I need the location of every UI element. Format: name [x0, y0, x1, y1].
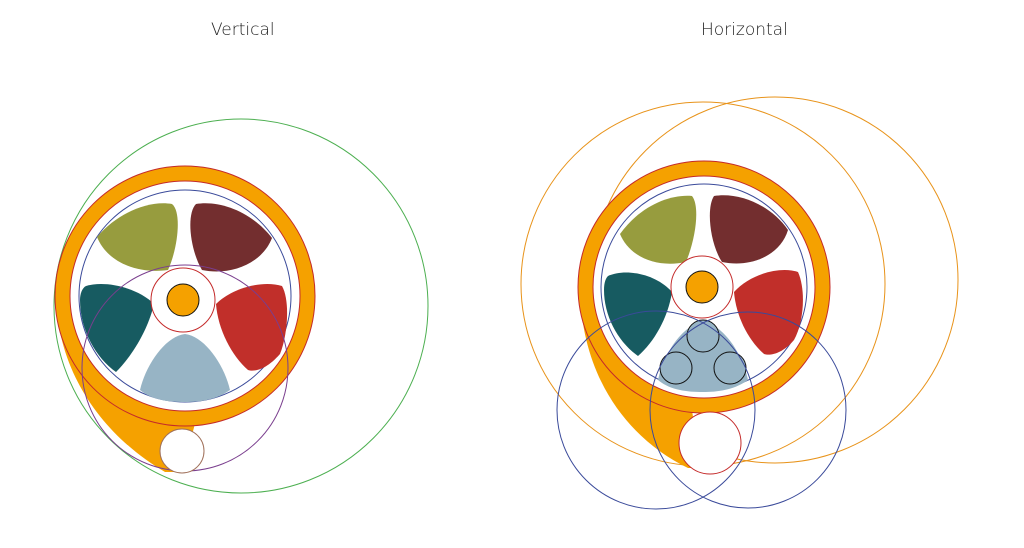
horizontal-title: Horizontal — [701, 20, 788, 40]
vertical-teal-lobe — [80, 284, 154, 372]
horizontal-maroon-lobe — [709, 195, 788, 264]
vertical-center-core — [166, 283, 200, 317]
horizontal-small-circle-left — [659, 351, 693, 385]
vertical-lightblue-lobe — [140, 334, 230, 402]
horizontal-orange-tail — [580, 290, 700, 468]
horizontal-diagram — [520, 96, 959, 510]
vertical-green-guide-circle — [53, 118, 429, 494]
vertical-olive-lobe — [97, 203, 178, 271]
horizontal-olive-lobe — [620, 195, 697, 264]
horizontal-bottom-hole — [678, 411, 742, 475]
vertical-red-lobe — [216, 284, 288, 371]
vertical-diagram — [53, 118, 429, 494]
horizontal-blue-guide-circle-left — [556, 310, 756, 510]
horizontal-blue-guide-circle-right — [649, 311, 847, 509]
horizontal-small-circle-right — [713, 351, 747, 385]
vertical-bottom-hole — [159, 428, 205, 474]
horizontal-teal-lobe — [604, 272, 672, 356]
vertical-title: Vertical — [211, 20, 275, 40]
horizontal-small-circle-top — [686, 319, 720, 353]
horizontal-center-core — [685, 270, 719, 304]
vertical-orange-tail — [56, 296, 196, 472]
vertical-maroon-lobe — [190, 203, 272, 272]
horizontal-red-lobe — [734, 270, 803, 355]
